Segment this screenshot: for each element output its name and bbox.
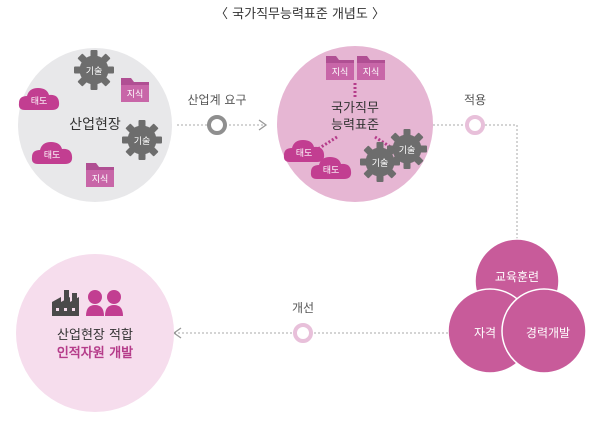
venn-circle-career xyxy=(501,288,587,374)
svg-text:기술: 기술 xyxy=(399,145,416,156)
svg-text:지식: 지식 xyxy=(127,89,144,100)
talent-label-line2: 인적자원 개발 xyxy=(57,345,133,361)
people-icon xyxy=(86,290,123,316)
talent-development-circle xyxy=(16,254,174,412)
cloud-icon: 태도 xyxy=(31,142,73,164)
folder-icon: 지식 xyxy=(121,78,149,102)
gear-icon: 기술 xyxy=(360,142,400,182)
cloud-icon: 태도 xyxy=(283,140,325,162)
improve-label: 개선 xyxy=(292,301,314,315)
venn-label-education: 교육훈련 xyxy=(495,270,539,284)
folder-icon: 지식 xyxy=(326,56,354,80)
talent-label-line1: 산업현장 적합 xyxy=(57,328,133,343)
node-marker xyxy=(207,115,227,135)
folder-icon: 지식 xyxy=(86,163,114,187)
svg-text:지식: 지식 xyxy=(92,174,109,185)
node-marker xyxy=(465,115,485,135)
folder-icon: 지식 xyxy=(357,56,385,80)
svg-text:태도: 태도 xyxy=(31,96,48,107)
diagram-title: 〈 국가직무능력표준 개념도 〉 xyxy=(215,7,385,22)
gear-icon: 기술 xyxy=(387,129,427,169)
industry-site-label: 산업현장 xyxy=(69,117,121,133)
svg-text:태도: 태도 xyxy=(44,150,61,161)
node-marker xyxy=(293,323,313,343)
ncs-label-line2: 능력표준 xyxy=(331,118,379,133)
venn-label-qualification: 자격 xyxy=(474,326,496,340)
industry-demand-connector: 산업계 요구 xyxy=(177,93,268,135)
apply-connector: 적용 xyxy=(433,93,518,240)
industry-demand-label: 산업계 요구 xyxy=(187,93,246,107)
cloud-icon: 태도 xyxy=(310,157,352,179)
ncs-label-line1: 국가직무 xyxy=(331,101,379,116)
svg-text:기술: 기술 xyxy=(372,158,389,169)
improve-connector: 개선 xyxy=(172,301,448,343)
venn-diagram: 교육훈련 자격 경력개발 xyxy=(447,238,587,374)
factory-icon xyxy=(52,290,79,316)
svg-text:기술: 기술 xyxy=(86,66,103,77)
gear-icon: 기술 xyxy=(74,50,114,90)
venn-label-career: 경력개발 xyxy=(526,326,570,340)
apply-label: 적용 xyxy=(464,93,486,107)
gear-icon: 기술 xyxy=(122,120,162,160)
svg-text:지식: 지식 xyxy=(363,67,380,78)
svg-text:태도: 태도 xyxy=(323,165,340,176)
svg-text:지식: 지식 xyxy=(332,67,349,78)
svg-text:태도: 태도 xyxy=(296,148,313,159)
cloud-icon: 태도 xyxy=(18,88,60,110)
svg-text:기술: 기술 xyxy=(134,136,151,147)
